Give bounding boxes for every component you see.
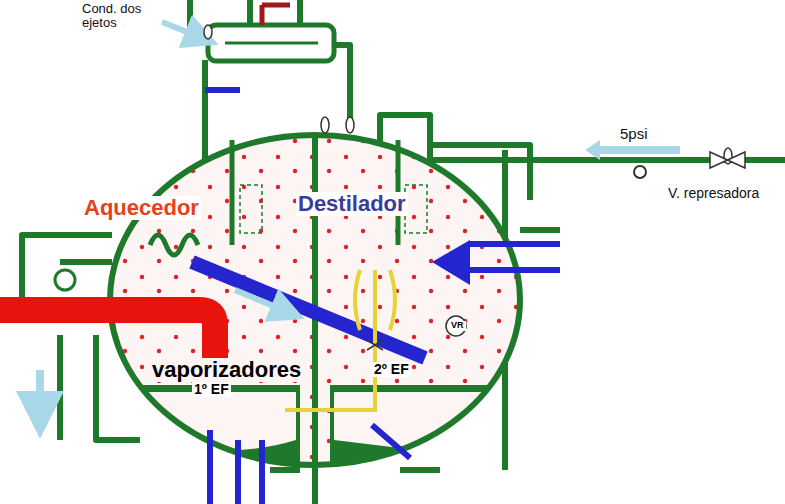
section-label: Aquecedor — [82, 196, 201, 220]
effect-label: 2º EF — [372, 362, 411, 377]
condenser-label: Cond. dos ejetos — [82, 2, 162, 31]
effect-label: 1º EF — [192, 382, 231, 397]
pressure-label: 5psi — [620, 126, 648, 143]
section-label: Destilador — [296, 192, 408, 216]
valve-label: V. represadora — [666, 186, 761, 201]
gauge-label: VR — [449, 321, 466, 331]
vaporizer-label: vaporizadores — [150, 358, 303, 382]
